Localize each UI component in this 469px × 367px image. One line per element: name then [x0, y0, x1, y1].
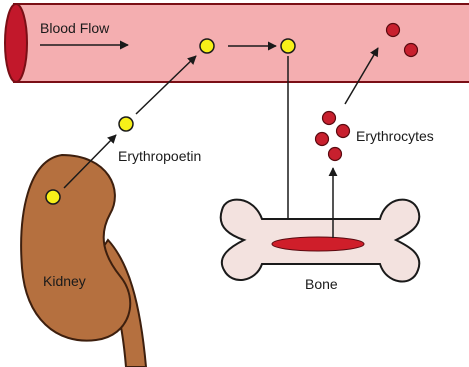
bone — [221, 200, 420, 282]
bone-label: Bone — [305, 276, 338, 292]
erythropoetin-dot-kidney — [46, 190, 60, 204]
erythropoetin-dot-circulating — [119, 117, 133, 131]
erythrocyte-vessel-2 — [405, 44, 418, 57]
erythrocyte-vessel-1 — [387, 24, 400, 37]
vessel-opening — [5, 4, 27, 82]
erythrocyte-cluster-1 — [323, 112, 336, 125]
kidney-label: Kidney — [43, 273, 86, 289]
blood-vessel — [5, 4, 469, 82]
erythropoetin-label: Erythropoetin — [118, 148, 201, 164]
kidney — [21, 155, 146, 367]
erythrocytes-label: Erythrocytes — [356, 128, 434, 144]
erythropoetin-dot-vessel-2 — [281, 39, 295, 53]
erythrocyte-cluster-3 — [316, 133, 329, 146]
bone-marrow — [272, 237, 364, 251]
vessel-body — [14, 4, 469, 82]
erythrocyte-cluster-4 — [329, 148, 342, 161]
erythrocyte-cluster-2 — [337, 125, 350, 138]
erythropoetin-dot-vessel-1 — [200, 39, 214, 53]
blood-flow-label: Blood Flow — [40, 20, 110, 36]
